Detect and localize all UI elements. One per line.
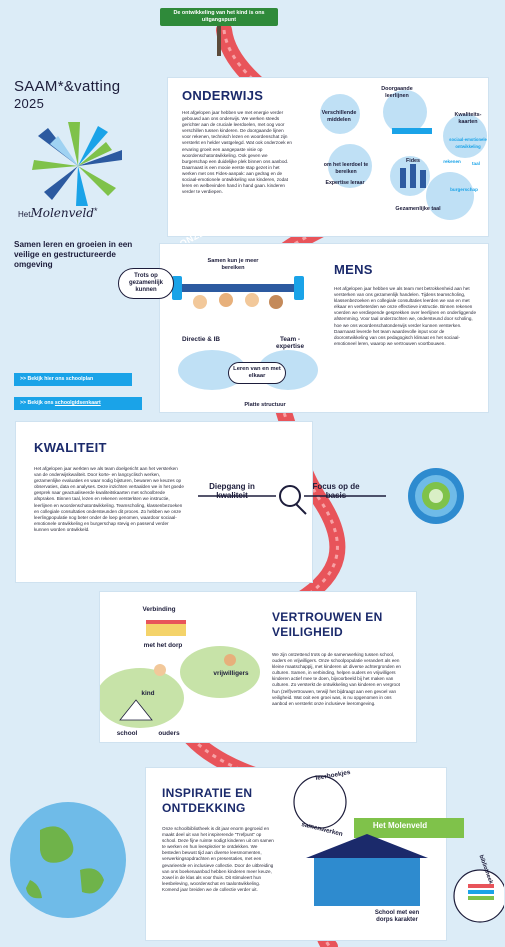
vertrouwen-title: VERTROUWEN EN VEILIGHEID [272, 610, 383, 639]
kwaliteit-text: Het afgelopen jaar werkten we als team d… [34, 466, 184, 532]
label-vrijwilligers: vrijwilligers [213, 670, 249, 677]
label-diepgang: Diepgang in kwaliteit [209, 482, 255, 500]
mens-text: Het afgelopen jaar hebben we als team me… [334, 286, 476, 346]
label-gezamenlijke-taal: Gezamenlijke taal [395, 206, 441, 212]
label-leren: Leren van en met elkaar [228, 362, 286, 384]
label-het-molenveld: Het Molenveld [372, 821, 428, 830]
logo: HetMolenveld* [18, 118, 138, 228]
label-verschillende: Verschillende middelen [321, 110, 357, 123]
signpost: De ontwikkeling van het kind is ons uitg… [160, 8, 280, 56]
logo-het: Het [18, 210, 31, 219]
label-school-dorp: School met een dorps karakter [374, 910, 420, 923]
label-taal: taal [472, 161, 480, 166]
label-rekenen: rekenen [443, 159, 461, 164]
kwaliteit-title: KWALITEIT [34, 440, 107, 455]
schoolplan-button[interactable]: >> Bekijk hier ons schoolplan [14, 373, 132, 386]
vertrouwen-text: We zijn ontzettend trots op de samenwerk… [272, 652, 401, 706]
schoolondersteuning-button[interactable]: >> Bekijk ons schoolgidsenkaart [14, 397, 142, 410]
label-samen: Samen kun je meer bereiken [207, 258, 259, 271]
onderwijs-text: Het afgelopen jaar hebben we met energie… [182, 110, 292, 195]
signpost-text: De ontwikkeling van het kind is ons uitg… [173, 10, 265, 23]
logo-name: Molenveld [30, 206, 95, 220]
label-platte: Platte structuur [244, 402, 286, 408]
label-verbinding: Verbinding [142, 606, 176, 613]
onderwijs-illustration [320, 90, 487, 220]
label-kind: kind [141, 690, 155, 697]
schoolondersteuning-prefix: >> Bekijk ons [20, 400, 55, 406]
tagline: Samen leren en groeien in een veilige en… [14, 240, 133, 269]
kwaliteit-card [16, 422, 312, 582]
label-directie: Directie & IB [181, 336, 220, 343]
inspiratie-text: Onze schoolbibliotheek is dit jaar enorm… [162, 826, 274, 892]
mens-title: MENS [334, 262, 373, 277]
kwaliteit-illustration [198, 468, 464, 524]
onderwijs-title: ONDERWIJS [182, 88, 264, 103]
logo-burst-icon [32, 122, 122, 206]
inspiratie-title: INSPIRATIE EN ONTDEKKING [162, 786, 253, 815]
page-year: 2025 [14, 96, 45, 111]
label-fides: Fides [405, 158, 421, 164]
label-focus: Focus op de basis [312, 482, 360, 500]
label-burgerschap: burgerschap [450, 187, 478, 192]
label-sociaal: sociaal-emotionele ontwikkeling [449, 137, 487, 149]
page-title: SAAM*&vatting [14, 78, 121, 95]
inspiratie-illustration [293, 775, 504, 923]
vertrouwen-illustration [100, 620, 260, 728]
logo-star: * [94, 206, 98, 216]
label-team: Team -expertise [275, 336, 305, 350]
label-doorgaande: Doorgaande leerlijnen [381, 86, 413, 99]
label-ouders: ouders [158, 730, 180, 737]
label-expertise-leraar: Expertise leraar [325, 180, 365, 186]
schoolondersteuning-link[interactable]: schoolgidsenkaart [54, 400, 101, 406]
label-trots: Trots op gezamenlijk kunnen [118, 268, 174, 299]
label-school: school [116, 730, 138, 737]
label-met-het-dorp: met het dorp [143, 642, 183, 649]
label-kwaliteitskaarten: Kwaliteits- kaarten [454, 112, 482, 125]
label-expertise: om het leerdoel te bereiken [323, 162, 369, 175]
